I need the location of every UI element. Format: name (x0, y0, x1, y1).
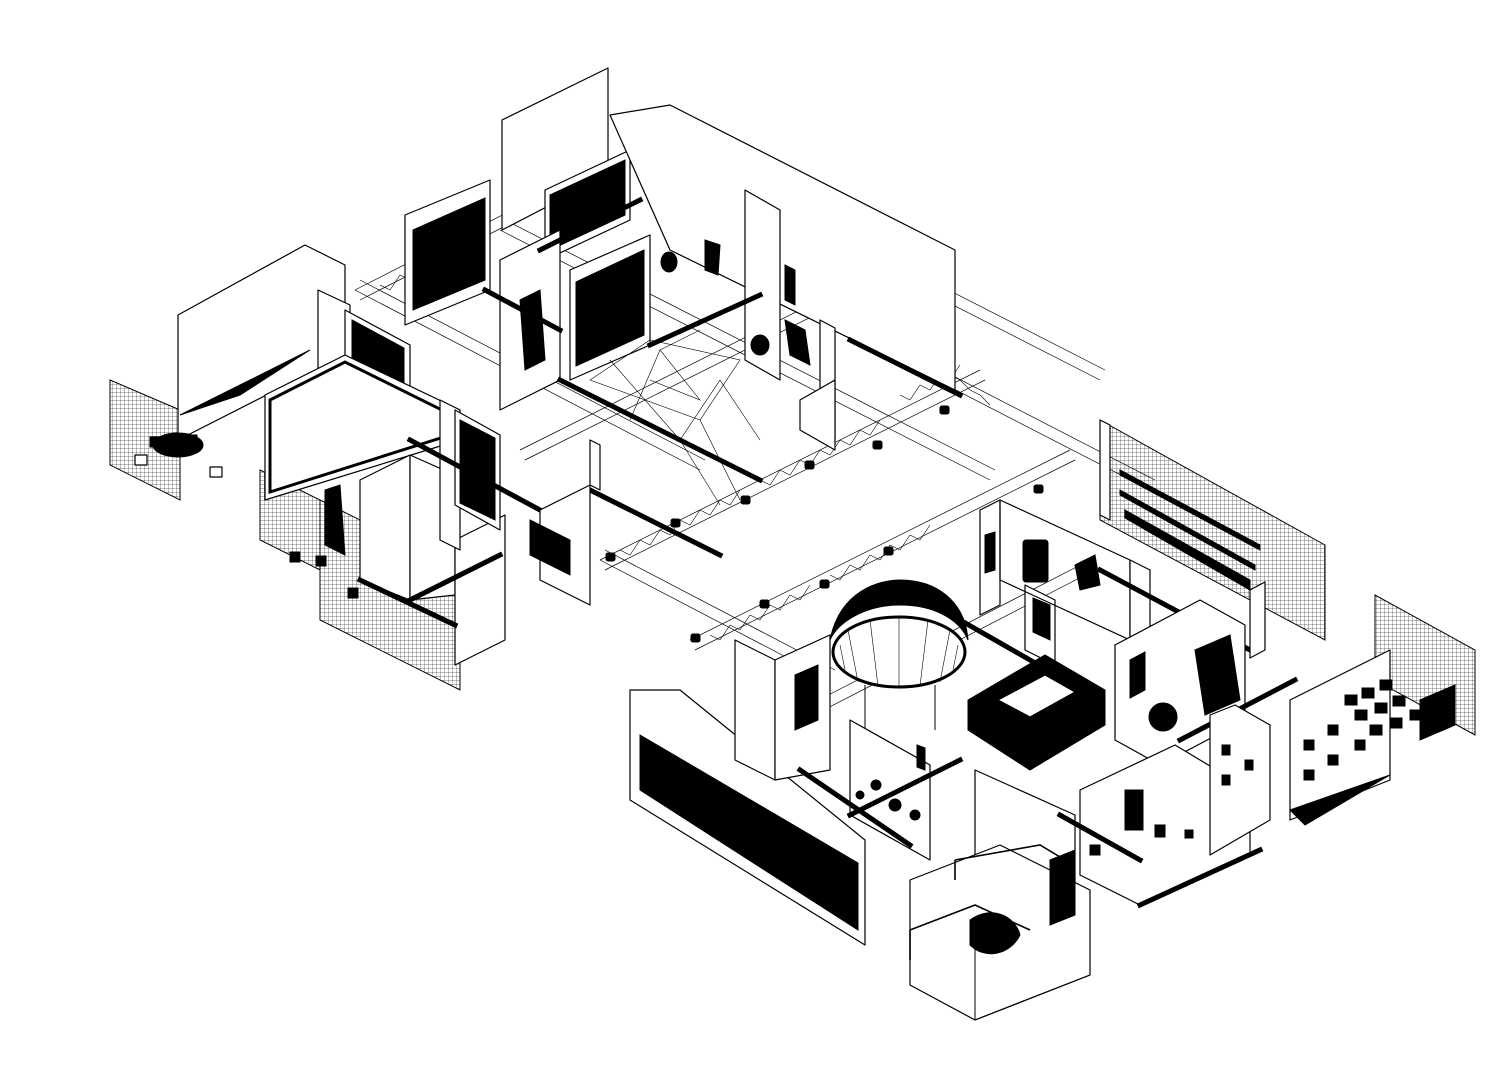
top-screens (404, 67, 964, 441)
left-zone (109, 244, 506, 691)
right-gallery (1099, 419, 1476, 826)
central-walls (406, 376, 836, 606)
dome-structure (829, 579, 969, 730)
bottom-rooms (629, 634, 1271, 1021)
